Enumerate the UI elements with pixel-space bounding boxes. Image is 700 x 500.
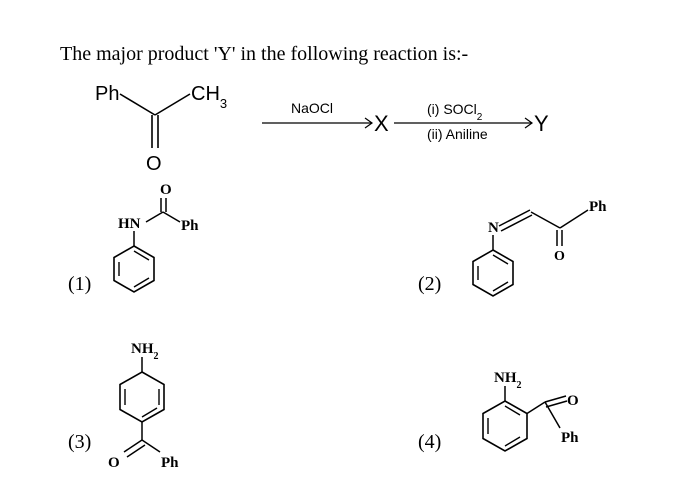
reactant-bond-left xyxy=(119,93,156,116)
option-4-label: (4) xyxy=(418,431,441,453)
option-1-nc-bond xyxy=(145,211,164,223)
option-3-ph: Ph xyxy=(161,455,179,471)
option-3-label: (3) xyxy=(68,431,91,453)
reagent-aniline: (ii) Aniline xyxy=(427,126,488,142)
option-2[interactable]: (2) N O Ph xyxy=(418,199,607,297)
option-1-ph: Ph xyxy=(181,218,199,234)
option-4-ph: Ph xyxy=(561,430,579,446)
question-text: The major product 'Y' in the following r… xyxy=(60,43,468,65)
reactant-ph: Ph xyxy=(95,83,119,105)
option-3-nh2: NH2 xyxy=(131,341,159,362)
option-3-co-double-a xyxy=(123,439,143,453)
option-3-cph-bond xyxy=(141,439,161,453)
option-4[interactable]: (4) NH2 O Ph xyxy=(418,370,579,453)
option-2-ring-double-2 xyxy=(492,254,509,265)
option-4-ring-double-2 xyxy=(504,405,521,416)
option-2-cn-double-a xyxy=(498,209,531,227)
option-3-benzene-ring xyxy=(119,371,165,423)
option-4-nh2: NH2 xyxy=(494,370,522,391)
reactant-oxygen: O xyxy=(146,153,162,175)
reactant-bond-right xyxy=(154,93,191,116)
reactant-structure: Ph CH3 O xyxy=(95,83,227,175)
option-3-co-double-b xyxy=(126,444,146,458)
option-1[interactable]: (1) O HN Ph xyxy=(68,182,199,295)
option-4-cph-bond xyxy=(544,401,561,429)
reaction-scheme: NaOCl X (i) SOCl2 (ii) Aniline Y xyxy=(262,100,549,142)
option-1-hn: HN xyxy=(118,216,141,232)
option-4-benzene-ring xyxy=(482,400,528,452)
option-4-ring-double-3 xyxy=(504,436,521,447)
intermediate-x: X xyxy=(374,111,389,136)
option-4-ring-c-bond xyxy=(526,401,546,415)
option-3-ring-double-3 xyxy=(141,407,158,418)
reaction-arrow-1-head xyxy=(364,117,374,129)
option-4-co-double-b xyxy=(545,400,568,408)
option-1-ring-double-2 xyxy=(133,250,150,261)
option-4-oxygen: O xyxy=(567,393,579,409)
product-y: Y xyxy=(534,111,549,136)
reaction-arrow-2-head xyxy=(524,117,534,129)
option-1-label: (1) xyxy=(68,273,91,295)
option-2-ring-double-3 xyxy=(492,281,509,292)
option-4-co-double-a xyxy=(544,395,567,403)
option-1-benzene-ring xyxy=(113,245,155,293)
reagent-naocl: NaOCl xyxy=(291,100,333,116)
option-2-cc-bond xyxy=(530,211,561,229)
option-2-oxygen: O xyxy=(554,249,565,264)
option-1-cph-bond xyxy=(162,211,181,223)
option-2-ph: Ph xyxy=(589,199,607,215)
option-1-ring-double-3 xyxy=(133,277,150,288)
option-2-benzene-ring xyxy=(472,249,514,297)
option-3[interactable]: (3) NH2 O Ph xyxy=(68,341,179,471)
option-2-cph-bond xyxy=(559,209,589,229)
option-2-cn-double-b xyxy=(500,214,533,232)
option-3-oxygen: O xyxy=(108,455,120,471)
option-2-label: (2) xyxy=(418,273,441,295)
reactant-ch3: CH3 xyxy=(191,83,227,111)
option-1-oxygen: O xyxy=(160,182,172,198)
option-2-n: N xyxy=(488,220,499,236)
reagent-socl2: (i) SOCl2 xyxy=(427,101,483,123)
